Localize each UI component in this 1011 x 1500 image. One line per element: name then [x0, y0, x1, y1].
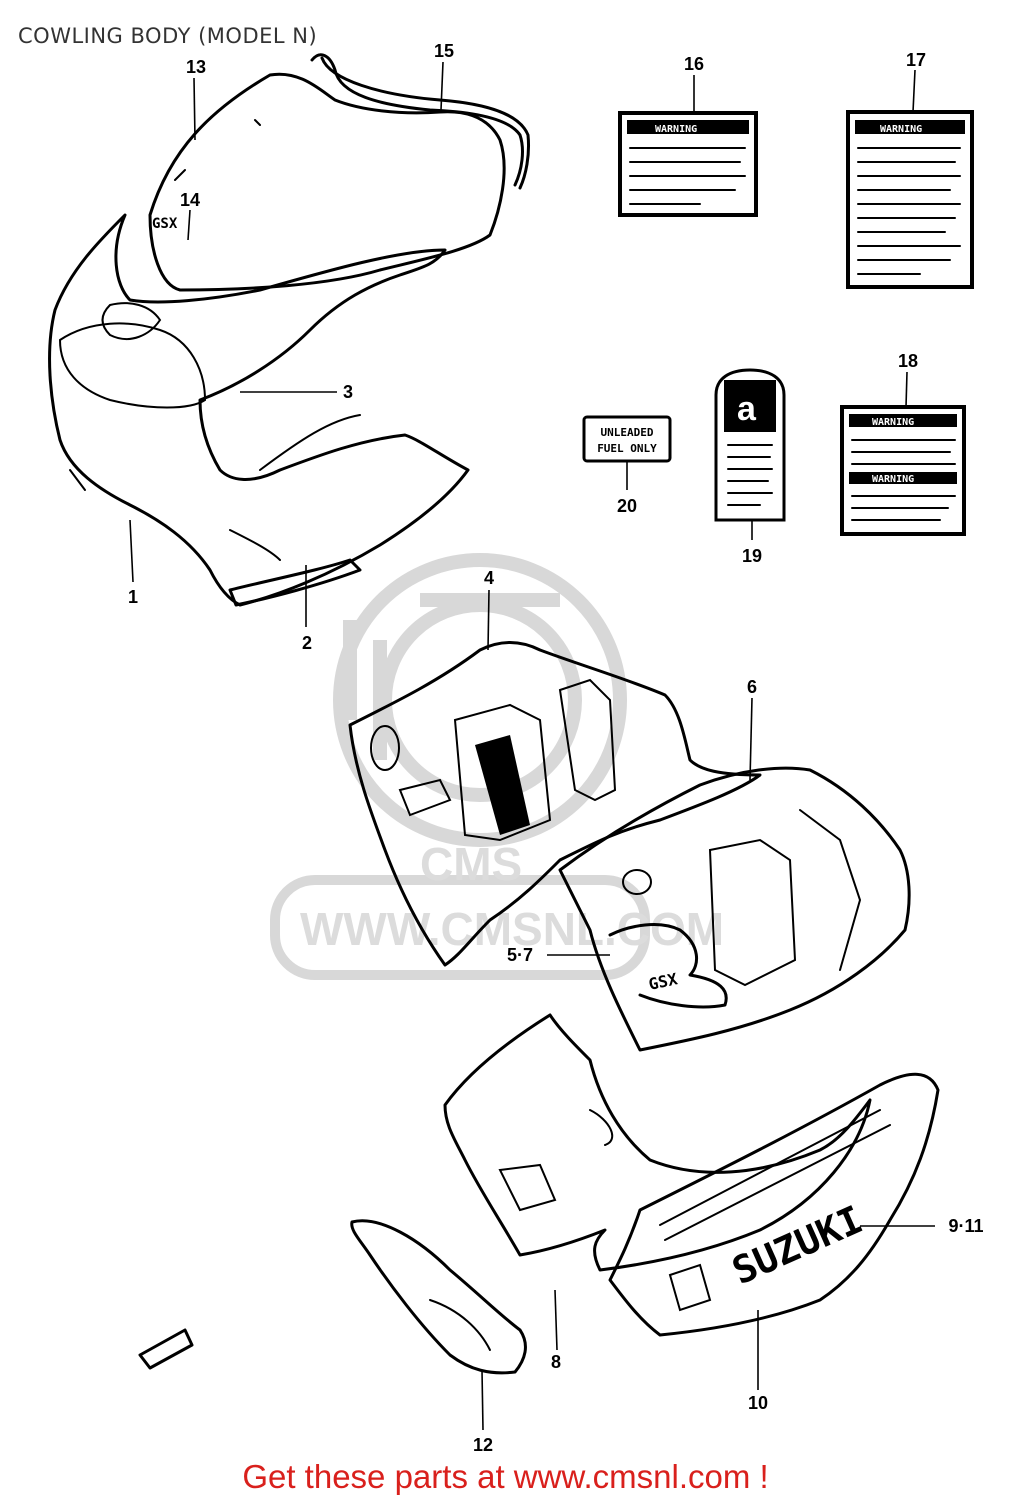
- warning-label-18-subtitle: WARNING: [872, 474, 914, 485]
- inner-panel-part: [348, 641, 762, 967]
- side-decal-text: GSX: [647, 969, 680, 994]
- warning-label-16-title: WARNING: [655, 124, 697, 135]
- callout-16[interactable]: 16: [684, 54, 704, 74]
- trim-strip-part: [310, 53, 530, 190]
- warning-label-17: WARNING: [846, 110, 974, 289]
- callout-20[interactable]: 20: [617, 496, 637, 516]
- callout-4[interactable]: 4: [484, 568, 494, 588]
- callout-10[interactable]: 10: [748, 1393, 768, 1413]
- callout-6[interactable]: 6: [747, 677, 757, 697]
- upper-cowling-part: [48, 213, 470, 607]
- small-bracket-part: [350, 1219, 527, 1375]
- watermark-text: WWW.CMSNL.COM: [300, 903, 724, 955]
- suzuki-lower-panel-part: SUZUKI: [608, 1072, 940, 1337]
- part-callouts: 13 14 15 16 17 18 19 20 3 1 2 4 6 5·7 9·…: [128, 41, 984, 1455]
- callout-13[interactable]: 13: [186, 57, 206, 77]
- warning-label-16: WARNING: [618, 111, 758, 217]
- callout-9-11[interactable]: 9·11: [948, 1216, 983, 1236]
- callout-5-7[interactable]: 5·7: [507, 945, 533, 965]
- watermark-logo: WWW.CMSNL.COM CMS: [270, 553, 724, 980]
- lower-cowling-part: [443, 1013, 872, 1272]
- svg-text:a: a: [737, 390, 757, 428]
- front-arrow-icon: [138, 1328, 194, 1370]
- callout-8[interactable]: 8: [551, 1352, 561, 1372]
- footer-link-text[interactable]: Get these parts at www.cmsnl.com !: [242, 1458, 769, 1495]
- callout-3[interactable]: 3: [343, 382, 353, 402]
- watermark-logo-text: CMS: [420, 838, 522, 890]
- unleaded-label-line2: FUEL ONLY: [597, 442, 657, 455]
- callout-14[interactable]: 14: [180, 190, 200, 210]
- warning-label-17-title: WARNING: [880, 124, 922, 135]
- callout-12[interactable]: 12: [473, 1435, 493, 1455]
- unleaded-fuel-label-20: UNLEADED FUEL ONLY: [582, 415, 672, 463]
- callout-1[interactable]: 1: [128, 587, 138, 607]
- windscreen-part: GSX: [148, 72, 506, 292]
- info-label-19: a: [714, 368, 786, 522]
- leader-lines: [129, 61, 935, 1431]
- callout-17[interactable]: 17: [906, 50, 926, 70]
- warning-label-18: WARNING WARNING: [840, 405, 966, 536]
- page-title: COWLING BODY (MODEL N): [18, 24, 318, 48]
- callout-18[interactable]: 18: [898, 351, 918, 371]
- unleaded-label-line1: UNLEADED: [601, 426, 654, 439]
- warning-label-18-title: WARNING: [872, 417, 914, 428]
- callout-19[interactable]: 19: [742, 546, 762, 566]
- callout-15[interactable]: 15: [434, 41, 454, 61]
- windscreen-decal-text: GSX: [152, 216, 178, 232]
- callout-2[interactable]: 2: [302, 633, 312, 653]
